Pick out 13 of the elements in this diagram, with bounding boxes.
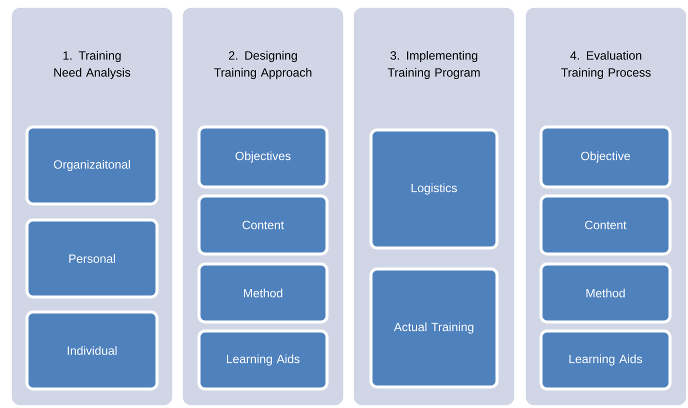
item-box: Content [540, 194, 672, 256]
item-box: Method [198, 262, 328, 324]
item-box: Method [540, 262, 672, 324]
item-box: Objective [540, 126, 672, 188]
item-box: Individual [26, 310, 158, 390]
item-box: Content [198, 194, 328, 256]
item-box: Learning Aids [540, 330, 672, 390]
item-box: Learning Aids [198, 330, 328, 390]
item-box: Personal [26, 218, 158, 298]
item-box: Logistics [370, 128, 498, 250]
item-box: Objectives [198, 126, 328, 188]
item-box: Actual Training [370, 268, 498, 388]
item-box: Organizaitonal [26, 126, 158, 206]
